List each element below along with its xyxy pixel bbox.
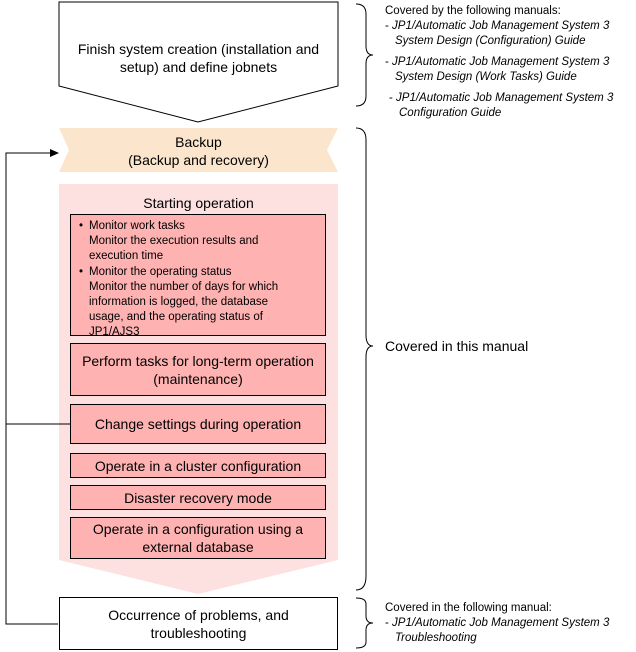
backup-title: Backup <box>175 134 222 150</box>
monitor-item-detail: Monitor the execution results and <box>89 235 259 248</box>
manual-subtitle: Configuration Guide <box>399 107 502 119</box>
cluster-configuration-box: Operate in a cluster configuration <box>70 453 326 478</box>
backup-subtitle: (Backup and recovery) <box>128 152 269 168</box>
brace-bottom <box>355 597 374 649</box>
problems-line1: Occurrence of problems, and <box>108 606 289 623</box>
long-term-line2: (maintenance) <box>153 370 243 387</box>
note-top-heading: Covered by the following manuals: <box>385 5 561 17</box>
note-manual-item: - JP1/Automatic Job Management System 3 <box>385 20 610 32</box>
monitor-item-detail: Monitor the number of days for which <box>89 280 279 293</box>
problems-box: Occurrence of problems, and troubleshoot… <box>59 597 338 650</box>
monitor-item-detail: JP1/AJS3 <box>89 326 140 339</box>
note-manual-item-cont: System Design (Work Tasks) Guide <box>385 70 635 85</box>
monitor-list-box: • Monitor work tasks Monitor the executi… <box>70 214 326 338</box>
feedback-arrowhead <box>50 149 59 157</box>
manual-title: JP1/Automatic Job Management System 3 <box>396 92 614 104</box>
manual-title: JP1/Automatic Job Management System 3 <box>392 20 610 32</box>
top-step-line1: Finish system creation (installation and <box>77 41 320 57</box>
monitor-item-operating-status: • Monitor the operating status Monitor t… <box>79 265 319 341</box>
monitor-item-detail: usage, and the operating status of <box>89 311 263 324</box>
disaster-recovery-box: Disaster recovery mode <box>70 485 326 510</box>
manual-title: JP1/Automatic Job Management System 3 <box>392 56 610 68</box>
feedback-loop-line <box>5 152 58 625</box>
monitor-item-detail: information is logged, the database <box>89 296 269 309</box>
bullet-glyph: • <box>79 265 84 278</box>
manual-subtitle: System Design (Configuration) Guide <box>395 35 586 47</box>
manual-title: JP1/Automatic Job Management System 3 <box>392 617 610 629</box>
top-step-text: Finish system creation (installation and… <box>59 40 338 76</box>
monitor-item-work-tasks: • Monitor work tasks Monitor the executi… <box>79 219 319 265</box>
brace-middle <box>355 127 374 591</box>
problems-line2: troubleshooting <box>150 624 247 641</box>
external-db-line1: Operate in a configuration using a <box>92 521 304 537</box>
long-term-operation-box: Perform tasks for long-term operation (m… <box>70 343 326 396</box>
top-step-shape <box>58 1 339 123</box>
note-manual-item: - JP1/Automatic Job Management System 3 <box>385 617 610 629</box>
note-manual-item-cont: Configuration Guide <box>385 106 635 121</box>
manual-subtitle: Troubleshooting <box>395 632 477 644</box>
long-term-line1: Perform tasks for long-term operation <box>82 352 314 369</box>
note-manual-item: - JP1/Automatic Job Management System 3 <box>385 56 610 68</box>
note-top: Covered by the following manuals: - JP1/… <box>385 4 635 121</box>
change-settings-box: Change settings during operation <box>70 404 326 444</box>
monitor-item-heading: Monitor work tasks <box>89 220 185 232</box>
note-manual-item-cont: Troubleshooting <box>385 631 635 646</box>
backup-text: Backup (Backup and recovery) <box>59 133 338 169</box>
note-middle: Covered in this manual <box>385 338 529 354</box>
monitor-item-detail: execution time <box>89 250 164 263</box>
note-bottom: Covered in the following manual: - JP1/A… <box>385 601 635 646</box>
monitor-item-heading: Monitor the operating status <box>89 265 232 278</box>
manual-subtitle: System Design (Work Tasks) Guide <box>395 71 577 83</box>
external-database-box: Operate in a configuration using a exter… <box>70 517 326 559</box>
note-manual-item-cont: System Design (Configuration) Guide <box>385 34 635 49</box>
brace-top <box>355 3 374 107</box>
external-db-line2: external database <box>142 539 254 555</box>
operation-title: Starting operation <box>143 195 254 211</box>
note-bottom-heading: Covered in the following manual: <box>385 602 552 614</box>
top-step-line2: setup) and define jobnets <box>119 59 278 75</box>
bullet-glyph: • <box>79 220 84 232</box>
backup-shape <box>59 128 338 172</box>
note-manual-item: - JP1/Automatic Job Management System 3 <box>389 92 614 104</box>
